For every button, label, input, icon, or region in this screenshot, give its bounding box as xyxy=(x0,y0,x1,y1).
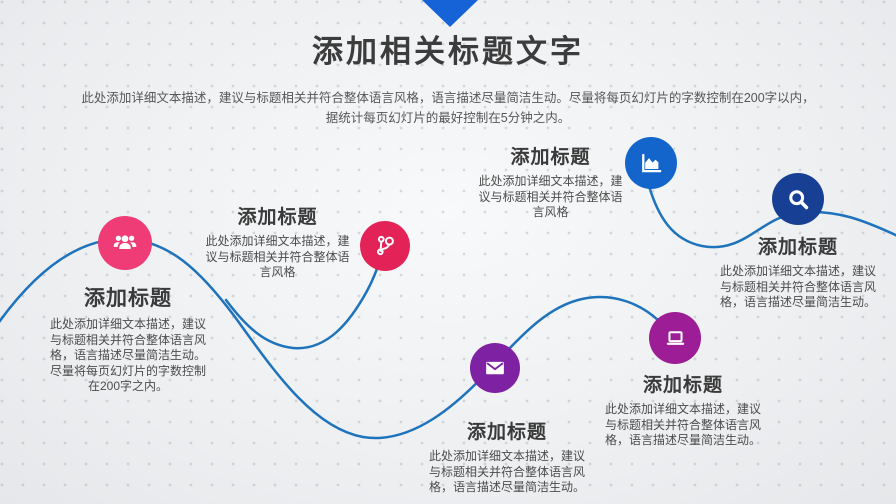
node-circle-envelope xyxy=(470,343,520,393)
node-heading: 添加标题 xyxy=(84,287,172,310)
node-block-envelope: 添加标题 此处添加详细文本描述，建议与标题相关并符合整体语言风格，语言描述尽量简… xyxy=(421,417,593,496)
node-circle-search xyxy=(772,173,824,225)
node-description: 此处添加详细文本描述，建议与标题相关并符合整体语言风格 xyxy=(478,174,623,219)
envelope-icon xyxy=(481,354,509,382)
node-circle-chart xyxy=(625,137,677,189)
node-description: 此处添加详细文本描述，建议与标题相关并符合整体语言风格，语言描述尽量简洁生动。 xyxy=(719,264,876,309)
people-icon xyxy=(110,228,140,258)
node-heading: 添加标题 xyxy=(466,422,547,443)
node-block-chart: 添加标题 此处添加详细文本描述，建议与标题相关并符合整体语言风格 xyxy=(473,142,628,221)
node-circle-fork xyxy=(360,221,410,271)
laptop-icon xyxy=(661,324,690,353)
node-block-laptop: 添加标题 此处添加详细文本描述，建议与标题相关并符合整体语言风格，语言描述尽量简… xyxy=(597,370,769,449)
node-description: 此处添加详细文本描述，建议与标题相关并符合整体语言风格 xyxy=(205,234,350,279)
node-heading: 添加标题 xyxy=(510,147,591,168)
node-circle-people xyxy=(98,216,152,270)
area-chart-icon xyxy=(637,149,666,178)
node-heading: 添加标题 xyxy=(237,207,318,228)
fork-icon xyxy=(371,232,399,260)
node-heading: 添加标题 xyxy=(757,237,838,258)
node-description: 此处添加详细文本描述，建议与标题相关并符合整体语言风格，语言描述尽量简洁生动。尽… xyxy=(49,317,206,393)
top-ribbon-triangle xyxy=(422,0,478,27)
node-block-search: 添加标题 此处添加详细文本描述，建议与标题相关并符合整体语言风格，语言描述尽量简… xyxy=(712,232,884,311)
slide-title: 添加相关标题文字 xyxy=(312,34,584,69)
node-circle-laptop xyxy=(649,312,701,364)
node-block-fork: 添加标题 此处添加详细文本描述，建议与标题相关并符合整体语言风格 xyxy=(200,202,355,281)
node-block-people: 添加标题 此处添加详细文本描述，建议与标题相关并符合整体语言风格，语言描述尽量简… xyxy=(44,282,212,395)
subtitle-line-1: 此处添加详细文本描述，建议与标题相关并符合整体语言风格，语言描述尽量简洁生动。尽… xyxy=(81,91,815,105)
subtitle-line-2: 据统计每页幻灯片的最好控制在5分钟之内。 xyxy=(325,111,571,125)
node-description: 此处添加详细文本描述，建议与标题相关并符合整体语言风格，语言描述尽量简洁生动。 xyxy=(604,402,761,447)
node-heading: 添加标题 xyxy=(642,375,723,396)
slide-subtitle: 此处添加详细文本描述，建议与标题相关并符合整体语言风格，语言描述尽量简洁生动。尽… xyxy=(0,88,896,128)
right-arc-curve xyxy=(647,184,896,249)
fork-branch-curve xyxy=(224,251,384,350)
search-icon xyxy=(784,185,813,214)
node-description: 此处添加详细文本描述，建议与标题相关并符合整体语言风格，语言描述尽量简洁生动。 xyxy=(428,449,585,494)
